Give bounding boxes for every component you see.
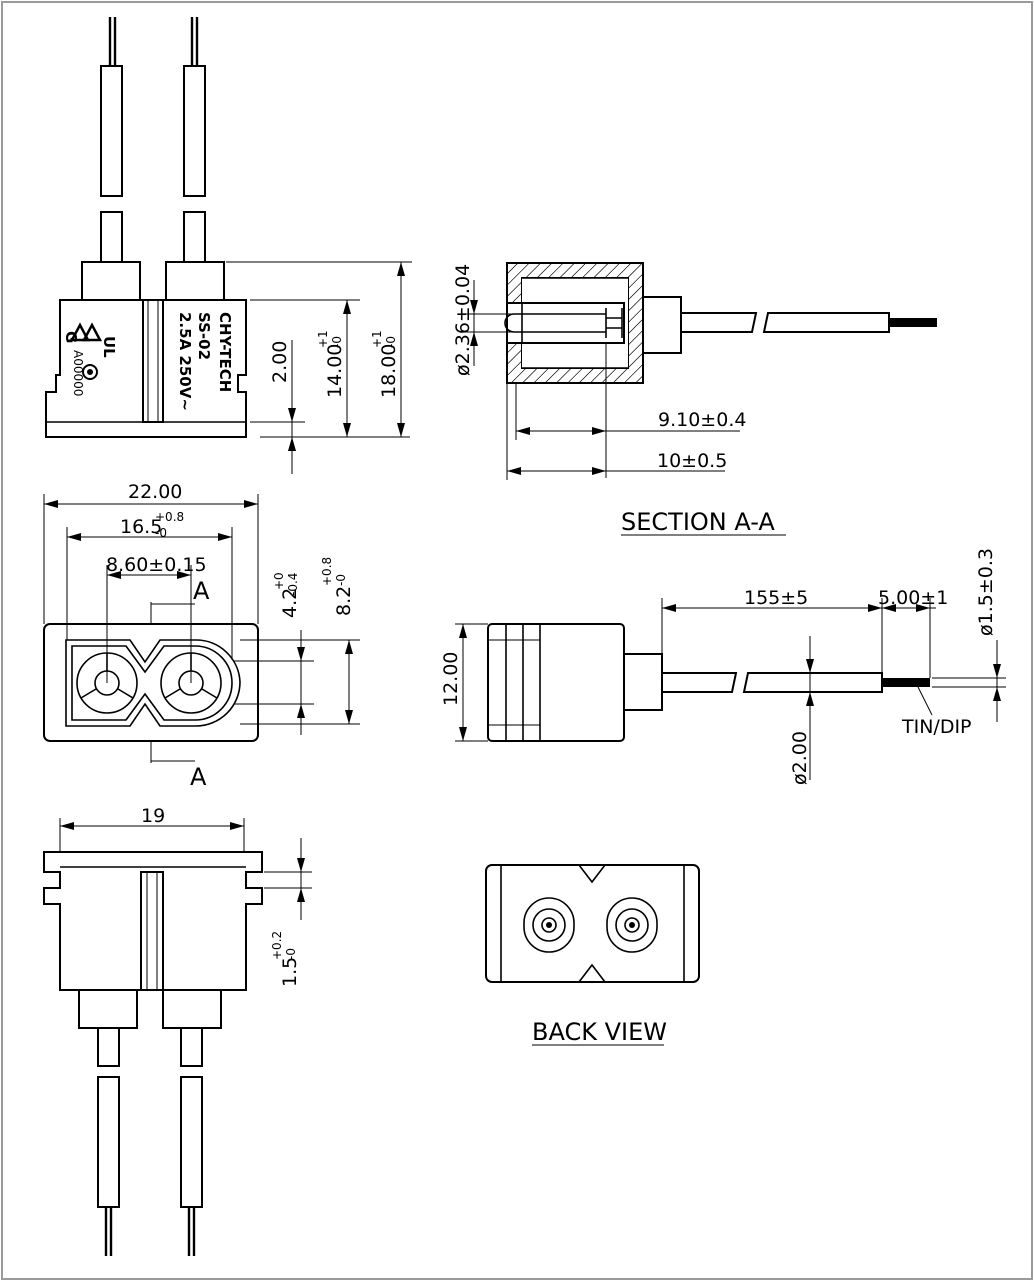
model-marking: SS-02 [195, 312, 213, 360]
side-view: 12.00 155±5 5.00±1 ø1.5±0.3 [440, 548, 1006, 785]
dim-1-5-tol-plus: +0.2 [270, 931, 284, 960]
socket-inner [71, 645, 233, 721]
dim-wire-diameter: ø1.5±0.3 [975, 548, 997, 636]
bottom-rib [140, 871, 164, 991]
top-dim-8-2: 8.2 +0.8 -0 [240, 557, 360, 725]
section-mark-bottom: A [190, 763, 207, 791]
dim-1-5-tol-minus: -0 [284, 948, 298, 960]
dim-10: 10±0.5 [657, 450, 727, 472]
back-body [485, 864, 700, 983]
front-dim-14: 14.00 +1 -0 [250, 299, 410, 438]
dim-14: 14.00 [324, 344, 346, 398]
side-wire-tip [882, 678, 930, 687]
dim-diameter: ø2.36±0.04 [452, 264, 474, 376]
side-wire [661, 672, 738, 693]
dim-2-diameter: ø2.00 [789, 731, 811, 785]
section-dim-diameter: ø2.36±0.04 [452, 264, 514, 376]
pse-mark-icon [69, 322, 91, 342]
dim-2: 2.00 [269, 341, 291, 383]
section-title: SECTION A-A [621, 508, 775, 536]
back-view: BACK VIEW [485, 864, 700, 1046]
rating-marking: 2.5A 250V~ [176, 312, 194, 411]
dim-4-2-tol-minus: -0.4 [286, 573, 300, 596]
back-terminal-right [606, 897, 658, 953]
section-cavity [506, 302, 625, 344]
side-dim-155: 155±5 [661, 587, 883, 673]
bottom-wires [97, 1027, 203, 1256]
dim-16-5-tol-minus: -0 [155, 526, 167, 540]
dim-8-2-tol-minus: -0 [334, 574, 348, 586]
dim-4-2-tol-plus: +0 [272, 572, 286, 590]
bottom-dim-19: 19 [59, 805, 245, 852]
dim-18: 18.00 [378, 344, 400, 398]
bottom-boss-right [162, 989, 222, 1029]
section-dim-9-10: 9.10±0.4 [515, 343, 746, 478]
front-boss-left [81, 261, 141, 301]
front-boss-right [165, 261, 225, 301]
tin-dip-note: TIN/DIP [901, 716, 972, 738]
front-rib [142, 299, 164, 423]
dim-14-tol-minus: -0 [330, 336, 344, 348]
top-dim-16-5: 16.5 +0.8 -0 [66, 510, 233, 660]
section-contact [504, 308, 623, 338]
section-line-a: A A [150, 577, 210, 791]
dim-155: 155±5 [744, 587, 808, 609]
dim-16-5: 16.5 [120, 516, 162, 538]
back-terminal-left [523, 897, 575, 953]
dim-14-tol-plus: +1 [316, 330, 330, 348]
front-view: G UL A00000 CHY-TECH SS-02 2.5A 250V~ 2.… [45, 17, 412, 474]
side-boss [623, 653, 663, 711]
front-dim-18: 18.00 +1 -0 [226, 261, 412, 437]
section-mark-top: A [193, 577, 210, 605]
dim-12: 12.00 [440, 652, 462, 706]
side-body [487, 623, 625, 742]
dim-8-2: 8.2 [333, 586, 355, 616]
brand-marking: CHY-TECH [216, 312, 234, 392]
cert-number: A00000 [71, 350, 85, 396]
side-dim-5: 5.00±1 [878, 587, 948, 678]
dim-16-5-tol-plus: +0.8 [155, 510, 184, 524]
dim-18-tol-plus: +1 [370, 330, 384, 348]
top-dim-4-2: 4.2 +0 -0.4 [234, 572, 314, 735]
top-body [43, 623, 259, 742]
bottom-boss-left [78, 989, 138, 1029]
dim-18-tol-minus: -0 [384, 336, 398, 348]
bottom-view: 19 1.5 +0.2 -0 [43, 805, 312, 1256]
dim-22: 22.00 [128, 481, 182, 503]
dim-9-10: 9.10±0.4 [658, 409, 746, 431]
cqc-mark-icon [82, 364, 98, 380]
dim-8-60: 8.60±0.15 [106, 554, 207, 576]
side-dim-12: 12.00 [440, 623, 488, 742]
front-dim-2: 2.00 [250, 340, 305, 474]
top-dim-22: 22.00 [43, 481, 259, 624]
ul-mark-icon: UL [100, 336, 118, 358]
section-dim-10: 10±0.5 [506, 383, 727, 480]
section-wire [680, 312, 758, 333]
top-view: A A 22.00 16.5 +0.8 -0 [43, 481, 360, 791]
dim-19: 19 [141, 805, 165, 827]
section-view: ø2.36±0.04 9.10±0.4 10±0.5 SECTION A-A [452, 262, 937, 536]
dim-8-2-tol-plus: +0.8 [320, 557, 334, 586]
cert-marks: G UL A00000 [62, 322, 118, 396]
top-dim-8-60: 8.60±0.15 [106, 554, 207, 683]
section-boss [642, 296, 682, 354]
bottom-dim-1-5: 1.5 +0.2 -0 [264, 838, 312, 987]
front-wires [100, 17, 206, 263]
side-dim-2-dia: ø2.00 [789, 636, 814, 785]
side-dim-wire-dia: ø1.5±0.3 [932, 548, 1006, 722]
dim-1-5: 1.5 [279, 957, 301, 987]
cert-g-label: G [62, 331, 80, 343]
socket-outer [65, 639, 241, 727]
dim-5: 5.00±1 [878, 587, 948, 609]
section-wire-tip [889, 318, 937, 327]
dim-4-2: 4.2 [279, 588, 301, 618]
back-view-title: BACK VIEW [532, 1018, 667, 1046]
